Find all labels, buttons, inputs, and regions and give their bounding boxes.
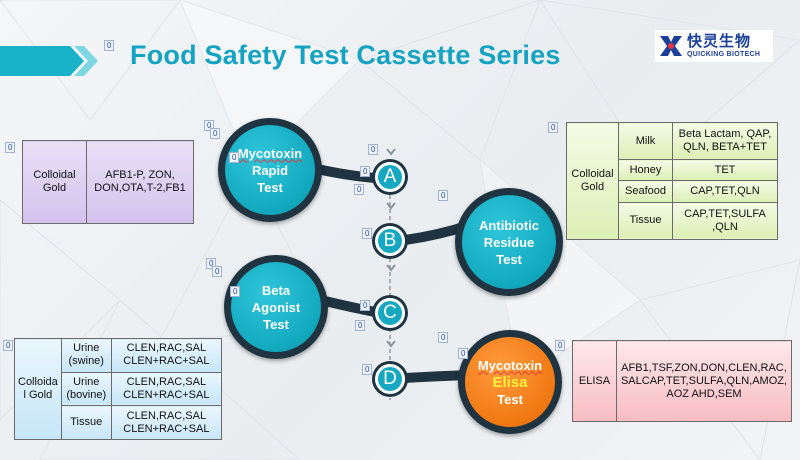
items-cell: CAP,TET,SULFA ,QLN: [672, 201, 778, 241]
node-label-line2: Residue: [483, 234, 535, 250]
selection-marker: 0: [204, 120, 215, 131]
selection-marker: 0: [362, 228, 373, 239]
logo-english-text: QUICKING BIOTECH: [687, 51, 761, 58]
title-arrow-decoration: [0, 46, 98, 76]
quicking-logo-icon: [660, 36, 682, 56]
method-cell: Colloidal Gold: [566, 122, 619, 240]
branch-letter-b[interactable]: B: [375, 226, 405, 256]
mycotoxin-elisa-test-node[interactable]: Mycotoxin Elisa Test: [458, 330, 562, 434]
method-cell: ELISA: [572, 340, 617, 422]
selection-marker: 0: [212, 266, 223, 277]
selection-marker: 0: [360, 300, 371, 311]
node-label-line2: Rapid: [251, 162, 289, 178]
selection-marker: 0: [229, 152, 240, 163]
node-label-line1: Antibiotic: [479, 217, 539, 233]
selection-marker: 0: [354, 184, 365, 195]
branch-letter-d[interactable]: D: [375, 364, 405, 394]
selection-marker: 0: [555, 340, 566, 351]
branch-letter-a[interactable]: A: [375, 162, 405, 192]
sample-cell: Milk: [618, 122, 673, 160]
selection-marker: 0: [355, 320, 366, 331]
antibiotic-residue-test-node[interactable]: Antibiotic Residue Test: [455, 188, 563, 296]
antibiotic-residue-table: Colloidal Gold Milk Beta Lactam, QAP, QL…: [566, 122, 778, 241]
selection-marker: 0: [230, 286, 241, 297]
chevron-down-icon: [386, 202, 396, 210]
node-label-line1: Beta: [261, 282, 291, 298]
sample-cell: Tissue: [618, 201, 673, 241]
selection-marker: 0: [438, 190, 449, 201]
node-label-line1: Mycotoxin: [237, 145, 303, 161]
node-label-line3: Test: [257, 179, 283, 195]
company-logo: 快灵生物 QUICKING BIOTECH: [655, 30, 773, 62]
selection-marker: 0: [210, 128, 221, 139]
items-cell: AFB1,TSF,ZON,DON,CLEN,RAC, SALCAP,TET,SU…: [616, 340, 792, 422]
sample-cell: Urine (bovine): [60, 371, 112, 407]
page-title: Food Safety Test Cassette Series: [130, 40, 561, 70]
beta-agonist-test-node[interactable]: Beta Agonist Test: [224, 255, 328, 359]
sample-cell: Honey: [618, 158, 673, 182]
mycotoxin-rapid-test-node[interactable]: Mycotoxin Rapid Test: [218, 118, 322, 222]
node-label-line2: Elisa: [492, 373, 528, 391]
items-cell: CLEN,RAC,SAL CLEN+RAC+SAL: [110, 405, 223, 440]
selection-marker: 0: [3, 340, 14, 351]
selection-marker: 0: [206, 258, 217, 269]
selection-marker: 0: [368, 144, 379, 155]
items-cell: CLEN,RAC,SAL CLEN+RAC+SAL: [110, 338, 223, 373]
items-cell: TET: [672, 158, 778, 182]
selection-marker: 0: [360, 166, 371, 177]
node-label-line3: Test: [497, 391, 523, 407]
selection-marker: 0: [104, 40, 115, 51]
node-label-line1: Mycotoxin: [477, 357, 543, 373]
selection-marker: 0: [362, 364, 373, 375]
branch-letter-c[interactable]: C: [375, 298, 405, 328]
method-cell: Colloida l Gold: [14, 338, 62, 440]
selection-marker: 0: [458, 348, 469, 359]
node-label-line2: Agonist: [251, 299, 301, 315]
mycotoxin-rapid-table: Colloidal Gold AFB1-P, ZON, DON,OTA,T-2,…: [22, 140, 194, 224]
mycotoxin-elisa-table: ELISA AFB1,TSF,ZON,DON,CLEN,RAC, SALCAP,…: [572, 340, 792, 422]
sample-cell: Tissue: [60, 405, 112, 440]
items-cell: AFB1-P, ZON, DON,OTA,T-2,FB1: [86, 140, 194, 224]
items-cell: CAP,TET,QLN: [672, 180, 778, 203]
selection-marker: 0: [548, 122, 559, 133]
chevron-down-icon: [386, 264, 396, 272]
selection-marker: 0: [5, 142, 16, 153]
items-cell: Beta Lactam, QAP, QLN, BETA+TET: [672, 122, 778, 160]
chevron-down-icon: [386, 148, 396, 156]
chevron-down-icon: [386, 340, 396, 348]
beta-agonist-table: Colloida l Gold Urine (swine) CLEN,RAC,S…: [14, 338, 223, 440]
node-label-line3: Test: [263, 316, 289, 332]
logo-chinese-text: 快灵生物: [687, 33, 752, 50]
method-cell: Colloidal Gold: [22, 140, 87, 224]
selection-marker: 0: [438, 332, 449, 343]
items-cell: CLEN,RAC,SAL CLEN+RAC+SAL: [110, 371, 223, 407]
sample-cell: Urine (swine): [60, 338, 112, 373]
sample-cell: Seafood: [618, 180, 673, 203]
node-label-line3: Test: [496, 251, 522, 267]
